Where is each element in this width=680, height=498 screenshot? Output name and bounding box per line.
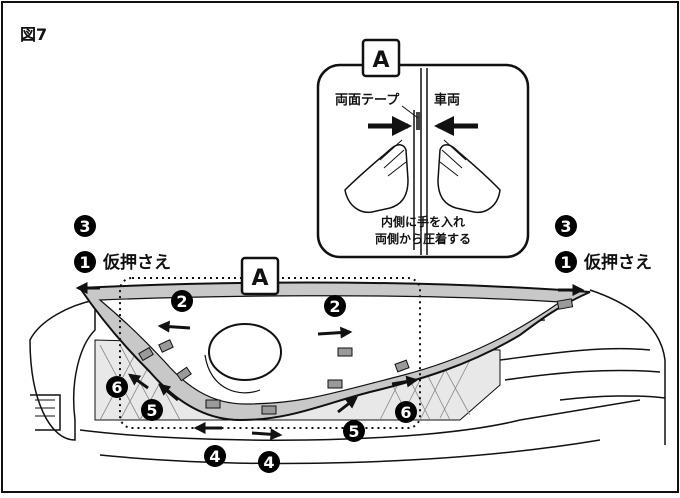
label-double-sided-tape: 両面テープ — [335, 93, 400, 108]
arrow-5-right-icon — [337, 396, 358, 414]
figure-label: 図7 — [20, 25, 47, 44]
detail-a-panel: A 両面テープ 車両 内側に手を入れ 両側から圧着する — [316, 38, 530, 259]
step-badge-3-right: 3 — [555, 215, 577, 237]
emblem — [208, 323, 282, 381]
step-badge-2-left: 2 — [171, 290, 193, 312]
direction-arrows — [75, 282, 585, 441]
svg-text:3: 3 — [79, 217, 90, 236]
detail-caption-line2: 両側から圧着する — [375, 231, 471, 246]
detail-caption-line1: 内側に手を入れ — [381, 214, 465, 229]
arrow-6-right-icon — [391, 375, 419, 388]
svg-text:A: A — [251, 266, 268, 291]
label-vehicle: 車両 — [434, 92, 460, 108]
mounting-clips — [138, 298, 574, 415]
step-badge-4-right: 4 — [258, 451, 280, 473]
step-badge-6-left: 6 — [106, 376, 128, 398]
arrow-4-right-icon — [251, 428, 283, 441]
double-sided-tape-icon — [416, 112, 422, 130]
step-badge-2-right: 2 — [324, 295, 346, 317]
step-badge-1-left: 1 — [74, 251, 96, 273]
step-badge-6-right: 6 — [395, 401, 417, 423]
svg-text:4: 4 — [263, 453, 274, 472]
arrow-6-left-icon — [128, 373, 149, 390]
detail-a-marker: A — [361, 38, 401, 78]
step-badges: 3 1 仮押さえ 3 1 仮押さえ 2 2 6 — [74, 215, 652, 473]
svg-text:1: 1 — [560, 253, 571, 272]
step-badge-3-left: 3 — [74, 215, 96, 237]
svg-text:3: 3 — [560, 217, 571, 236]
arrow-2-right-icon — [317, 326, 353, 339]
right-temporary-press-label: 仮押さえ — [583, 252, 652, 273]
step-badge-1-right: 1 — [555, 251, 577, 273]
svg-text:6: 6 — [111, 378, 122, 397]
svg-text:A: A — [372, 48, 389, 73]
svg-text:6: 6 — [400, 403, 411, 422]
svg-text:2: 2 — [329, 297, 340, 316]
svg-text:1: 1 — [79, 253, 90, 272]
main-a-marker: A — [240, 256, 280, 296]
step-badge-4-left: 4 — [204, 445, 226, 467]
left-temporary-press-label: 仮押さえ — [102, 252, 171, 273]
step-badge-5-right: 5 — [343, 420, 365, 442]
arrow-2-left-icon — [157, 320, 191, 333]
svg-text:2: 2 — [176, 292, 187, 311]
step-badge-5-left: 5 — [141, 399, 163, 421]
left-hand-icon — [344, 144, 409, 214]
svg-text:5: 5 — [348, 422, 359, 441]
right-hand-icon — [437, 144, 501, 214]
svg-text:5: 5 — [146, 401, 157, 420]
svg-text:4: 4 — [209, 447, 220, 466]
arrow-5-left-icon — [158, 383, 179, 402]
